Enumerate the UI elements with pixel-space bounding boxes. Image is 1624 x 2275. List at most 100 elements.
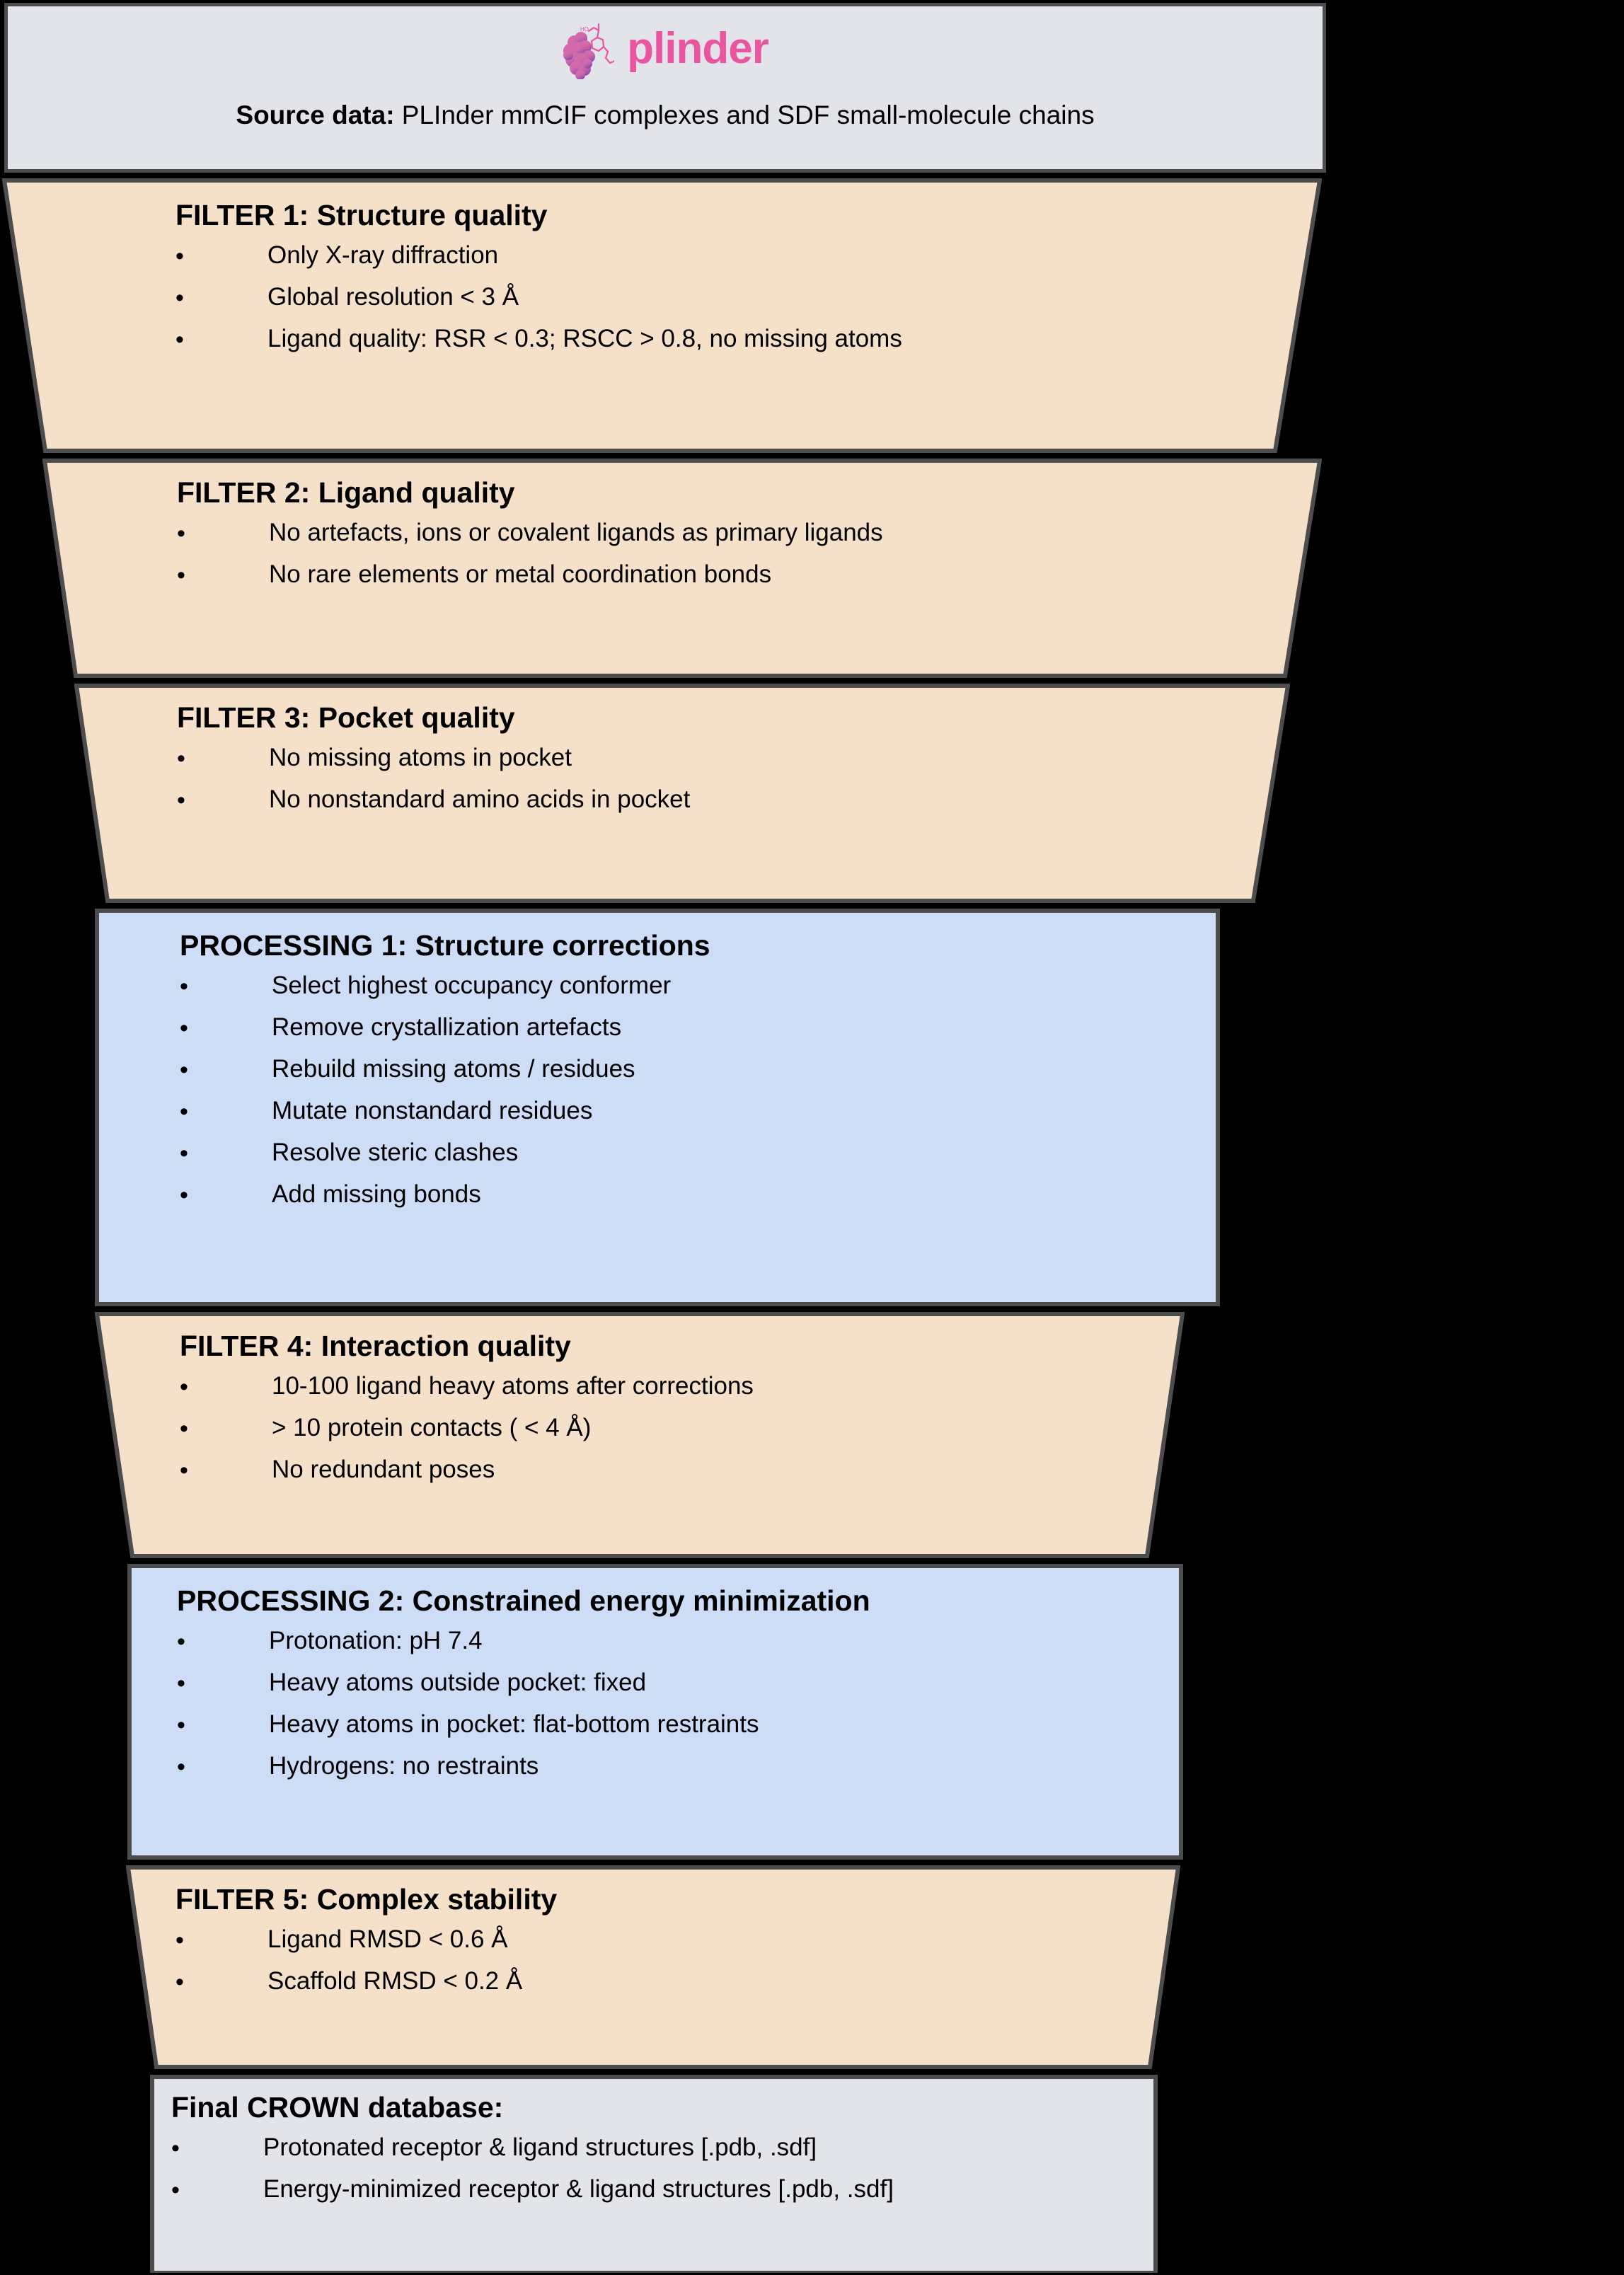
bullet-icon: • — [171, 2176, 180, 2204]
filter-5-bullets: •Ligand RMSD < 0.6 Å • Scaffold RMSD < 0.… — [175, 1927, 1180, 1995]
list-item: • Scaffold RMSD < 0.2 Å — [175, 1967, 1180, 1995]
list-item-text: Scaffold RMSD < 0.2 Å — [267, 1967, 523, 1995]
list-item: •Protonated receptor & ligand structures… — [171, 2135, 1158, 2160]
filter-2-title-suffix: Ligand quality — [318, 476, 515, 509]
list-item: • No rare elements or metal coordination … — [177, 562, 1322, 587]
list-item: • > 10 protein contacts ( < 4 Å) — [180, 1414, 1185, 1442]
list-item: •No artefacts, ions or covalent ligands … — [177, 519, 1322, 547]
bullet-icon: • — [177, 786, 185, 814]
list-item-text: Add missing bonds — [272, 1180, 481, 1209]
list-item-text: Heavy atoms outside pocket: fixed — [269, 1669, 647, 1697]
list-item: •Ligand RMSD < 0.6 Å — [175, 1927, 1180, 1952]
plinder-wordmark: plinder — [627, 24, 769, 73]
stage-processing-2: PROCESSING 2: Constrained energy minimiz… — [127, 1564, 1183, 1860]
filter-4-title-suffix: Interaction quality — [321, 1330, 571, 1362]
list-item: •Add missing bonds — [180, 1180, 1220, 1209]
list-item-text: No missing atoms in pocket — [269, 744, 572, 772]
filter-3-outline — [74, 684, 1290, 903]
list-item: • 10-100 ligand heavy atoms after correct… — [180, 1372, 1185, 1400]
source-data-header: HO HN plinder Source data: PLInder mmCIF… — [4, 3, 1326, 173]
bullet-icon: • — [177, 519, 185, 547]
list-item-text: Ligand quality: RSR < 0.3; RSCC > 0.8, n… — [267, 325, 902, 353]
list-item: • No missing atoms in pocket — [177, 744, 1290, 772]
final-output-bullets: • Protonated receptor & ligand structures… — [171, 2135, 1158, 2204]
filter-4-outline — [95, 1312, 1185, 1558]
filter-4-bullets: • 10-100 ligand heavy atoms after correct… — [180, 1373, 1185, 1482]
list-item: • No redundant poses — [180, 1457, 1185, 1482]
bullet-icon: • — [180, 1415, 188, 1442]
bullet-icon: • — [175, 284, 184, 311]
filter-2-title-prefix: FILTER 2: — [177, 476, 311, 509]
processing-2-outline — [127, 1564, 1183, 1860]
list-item-text: No redundant poses — [272, 1456, 495, 1484]
plinder-logo-icon: HO HN — [562, 18, 616, 80]
bullet-icon: • — [175, 242, 184, 270]
bullet-icon: • — [180, 972, 188, 1000]
list-item-text: Protonated receptor & ligand structures … — [263, 2133, 817, 2162]
list-item: • Ligand quality: RSR < 0.3; RSCC > 0.8, … — [175, 325, 1322, 353]
svg-text:HO: HO — [580, 26, 589, 33]
processing-1-title: PROCESSING 1: Structure corrections — [180, 929, 1220, 962]
filter-1-title-suffix: Structure quality — [316, 199, 548, 231]
stage-filter-2: FILTER 2: Ligand quality •No artefacts, … — [42, 459, 1322, 678]
list-item-text: Rebuild missing atoms / residues — [272, 1055, 635, 1083]
bullet-icon: • — [180, 1056, 188, 1083]
list-item: • Energy-minimized receptor & ligand stru… — [171, 2175, 1158, 2204]
list-item: •Global resolution < 3 Å — [175, 284, 1322, 311]
stage-filter-5: FILTER 5: Complex stability •Ligand RMSD… — [126, 1865, 1180, 2069]
list-item-text: Ligand RMSD < 0.6 Å — [267, 1925, 508, 1954]
source-data-line: Source data: PLInder mmCIF complexes and… — [4, 100, 1326, 131]
svg-text:HN: HN — [582, 45, 590, 51]
list-item: • Protonation: pH 7.4 — [177, 1627, 1183, 1655]
processing-1-title-suffix: Structure corrections — [415, 929, 710, 962]
list-item: • Heavy atoms outside pocket: fixed — [177, 1670, 1183, 1695]
list-item-text: > 10 protein contacts ( < 4 Å) — [272, 1414, 592, 1442]
filter-2-title: FILTER 2: Ligand quality — [177, 476, 1322, 509]
list-item: •Hydrogens: no restraints — [177, 1752, 1183, 1780]
bullet-icon: • — [180, 1373, 188, 1400]
filter-1-title: FILTER 1: Structure quality — [175, 199, 1322, 231]
bullet-icon: • — [175, 1968, 184, 1995]
processing-2-title: PROCESSING 2: Constrained energy minimiz… — [177, 1584, 1183, 1617]
source-data-colon: : — [386, 100, 395, 129]
list-item-text: Heavy atoms in pocket: flat-bottom restr… — [269, 1710, 759, 1739]
list-item: • Select highest occupancy conformer — [180, 973, 1220, 998]
filter-1-bullets: •Only X-ray diffraction •Global resoluti… — [175, 242, 1322, 353]
list-item-text: Remove crystallization artefacts — [272, 1013, 622, 1042]
stage-filter-3: FILTER 3: Pocket quality • No missing ato… — [74, 684, 1290, 903]
processing-1-outline — [95, 909, 1220, 1306]
filter-3-title-prefix: FILTER 3: — [177, 701, 311, 734]
list-item-text: 10-100 ligand heavy atoms after correcti… — [272, 1372, 754, 1400]
filter-2-outline — [42, 459, 1322, 678]
list-item: • Rebuild missing atoms / residues — [180, 1055, 1220, 1083]
bullet-icon: • — [177, 1669, 185, 1697]
list-item-text: No rare elements or metal coordination b… — [269, 560, 772, 589]
source-data-label: Source data — [236, 100, 386, 129]
list-item: • Remove crystallization artefacts — [180, 1013, 1220, 1042]
bullet-icon: • — [175, 326, 184, 353]
header-panel — [4, 3, 1326, 173]
list-item: •Resolve steric clashes — [180, 1140, 1220, 1165]
list-item: • No nonstandard amino acids in pocket — [177, 787, 1290, 812]
final-output-outline — [150, 2075, 1158, 2273]
bullet-icon: • — [177, 744, 185, 772]
plinder-logo: HO HN plinder — [4, 3, 1326, 80]
bullet-icon: • — [177, 561, 185, 589]
bullet-icon: • — [180, 1456, 188, 1484]
filter-5-outline — [126, 1865, 1180, 2069]
list-item: •Mutate nonstandard residues — [180, 1098, 1220, 1124]
stage-final-output: Final CROWN database: • Protonated recept… — [150, 2075, 1158, 2273]
list-item: • Heavy atoms in pocket: flat-bottom rest… — [177, 1712, 1183, 1737]
list-item-text: Hydrogens: no restraints — [269, 1752, 539, 1780]
list-item-text: Protonation: pH 7.4 — [269, 1627, 483, 1655]
filter-3-title: FILTER 3: Pocket quality — [177, 701, 1290, 734]
bullet-icon: • — [177, 1711, 185, 1739]
list-item-text: No nonstandard amino acids in pocket — [269, 785, 691, 814]
list-item-text: Select highest occupancy conformer — [272, 972, 672, 1000]
bullet-icon: • — [180, 1014, 188, 1042]
list-item-text: Energy-minimized receptor & ligand struc… — [263, 2175, 894, 2204]
final-output-title: Final CROWN database: — [171, 2091, 1158, 2124]
bullet-icon: • — [177, 1628, 185, 1655]
bullet-icon: • — [180, 1139, 188, 1167]
